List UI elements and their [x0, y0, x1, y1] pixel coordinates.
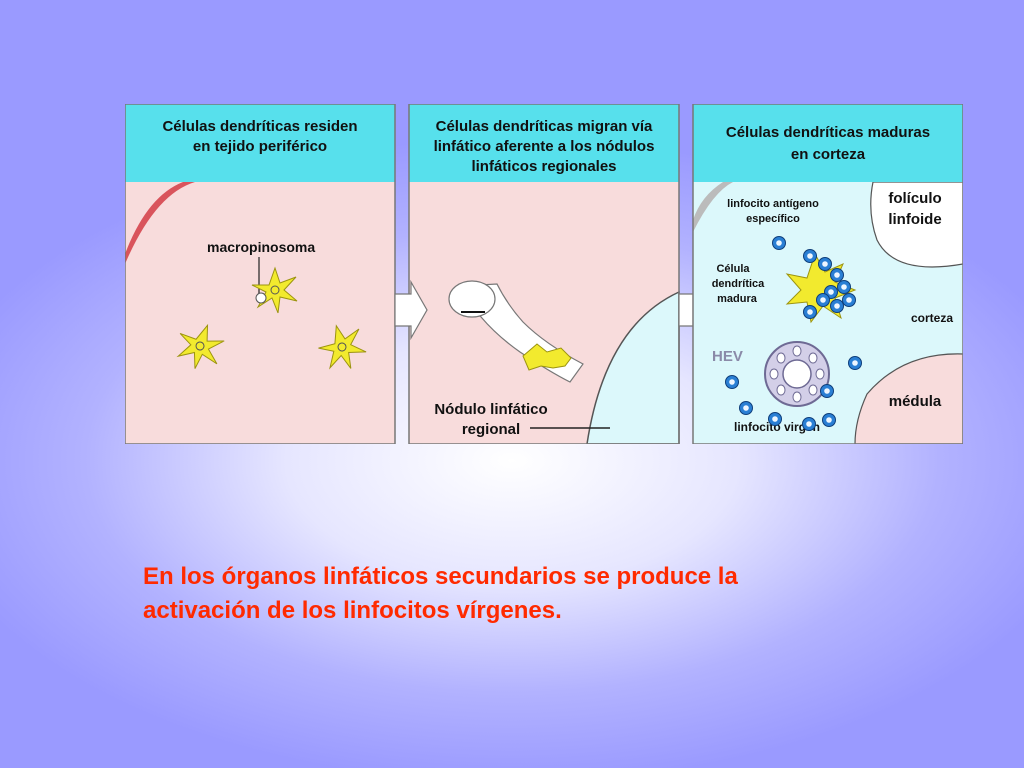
lymphocyte-icon [830, 268, 844, 282]
caption-line1: En los órganos linfáticos secundarios se… [143, 563, 738, 590]
lymphoid-follicle [870, 181, 963, 268]
panel2-header-box [409, 104, 679, 182]
lymphocyte-icon [739, 401, 753, 415]
mature-dc-label-line3: madura [717, 293, 758, 305]
panel3-header-line2: en corteza [791, 146, 866, 163]
dendritic-cell-migration-diagram: Células dendríticas residen en tejido pe… [125, 104, 963, 444]
lymphocyte-icon [803, 305, 817, 319]
panel1-header-line1: Células dendríticas residen [162, 118, 357, 135]
panel-mature-cortex: Células dendríticas maduras en corteza l… [692, 104, 963, 444]
panel2-frame [408, 104, 680, 444]
panel3-header-box [693, 104, 963, 182]
lymphocyte-icon [830, 299, 844, 313]
panel-afferent-lymphatic: Células dendríticas migran vía linfático… [408, 104, 680, 444]
lymphocyte-icon [837, 280, 851, 294]
panel2-header-line2: linfático aferente a los nódulos [434, 138, 655, 155]
macropinosome-label: macropinosoma [207, 239, 315, 255]
panel3-header-line1: Células dendríticas maduras [726, 124, 930, 141]
macropinosome-vesicle [255, 292, 267, 304]
lymphocyte-icon [803, 249, 817, 263]
follicle-label-line2: linfoide [888, 211, 941, 228]
migrating-dendritic-cell-icon [522, 343, 572, 371]
lymphocyte-icon [842, 293, 856, 307]
lymphocyte-icon [820, 384, 834, 398]
lymphocyte-icon [848, 356, 862, 370]
panel1-header-line2: en tejido periférico [193, 138, 327, 155]
panel2-header-line1: Células dendríticas migran vía [436, 118, 653, 135]
capsule-edge [693, 182, 733, 232]
lymphocyte-icon [772, 236, 786, 250]
antigen-lymphocyte-label-line2: específico [746, 213, 800, 225]
mature-dc-label-line1: Célula [716, 263, 750, 275]
naive-lymphocyte-label: linfocito virgen [734, 420, 820, 434]
lymphocyte-icon [768, 412, 782, 426]
lymphocyte-icon [816, 293, 830, 307]
lymphocyte-icon [822, 413, 836, 427]
lymphatic-bulb [448, 280, 496, 318]
lymphocyte-icon [725, 375, 739, 389]
lymph-node-label-line2: regional [462, 421, 520, 438]
panel1-frame [125, 104, 396, 444]
lymphocyte-icon [802, 417, 816, 431]
antigen-lymphocyte-label-line1: linfocito antígeno [727, 198, 819, 210]
follicle-label-line1: folículo [888, 190, 941, 207]
hev-label: HEV [712, 348, 743, 365]
medulla-region [854, 353, 963, 444]
panel1-header-box [125, 104, 395, 182]
medulla-label: médula [889, 393, 942, 410]
blood-vessel-wall [125, 182, 195, 264]
panel2-header-line3: linfáticos regionales [471, 158, 616, 175]
mature-dc-label-line2: dendrítica [712, 278, 765, 290]
hev-vessel [764, 341, 830, 407]
lymphocyte-icon [818, 257, 832, 271]
cortex-label: corteza [911, 311, 953, 325]
panel-peripheral-tissue: Células dendríticas residen en tejido pe… [125, 104, 396, 444]
panel3-frame [692, 104, 963, 444]
lymph-node-label-line1: Nódulo linfático [434, 401, 547, 418]
slide-caption: En los órganos linfáticos secundarios se… [143, 560, 923, 628]
step-arrow-icon [394, 279, 428, 341]
tissue-background [125, 182, 395, 444]
caption-line2: activación de los linfocitos vírgenes. [143, 597, 562, 624]
